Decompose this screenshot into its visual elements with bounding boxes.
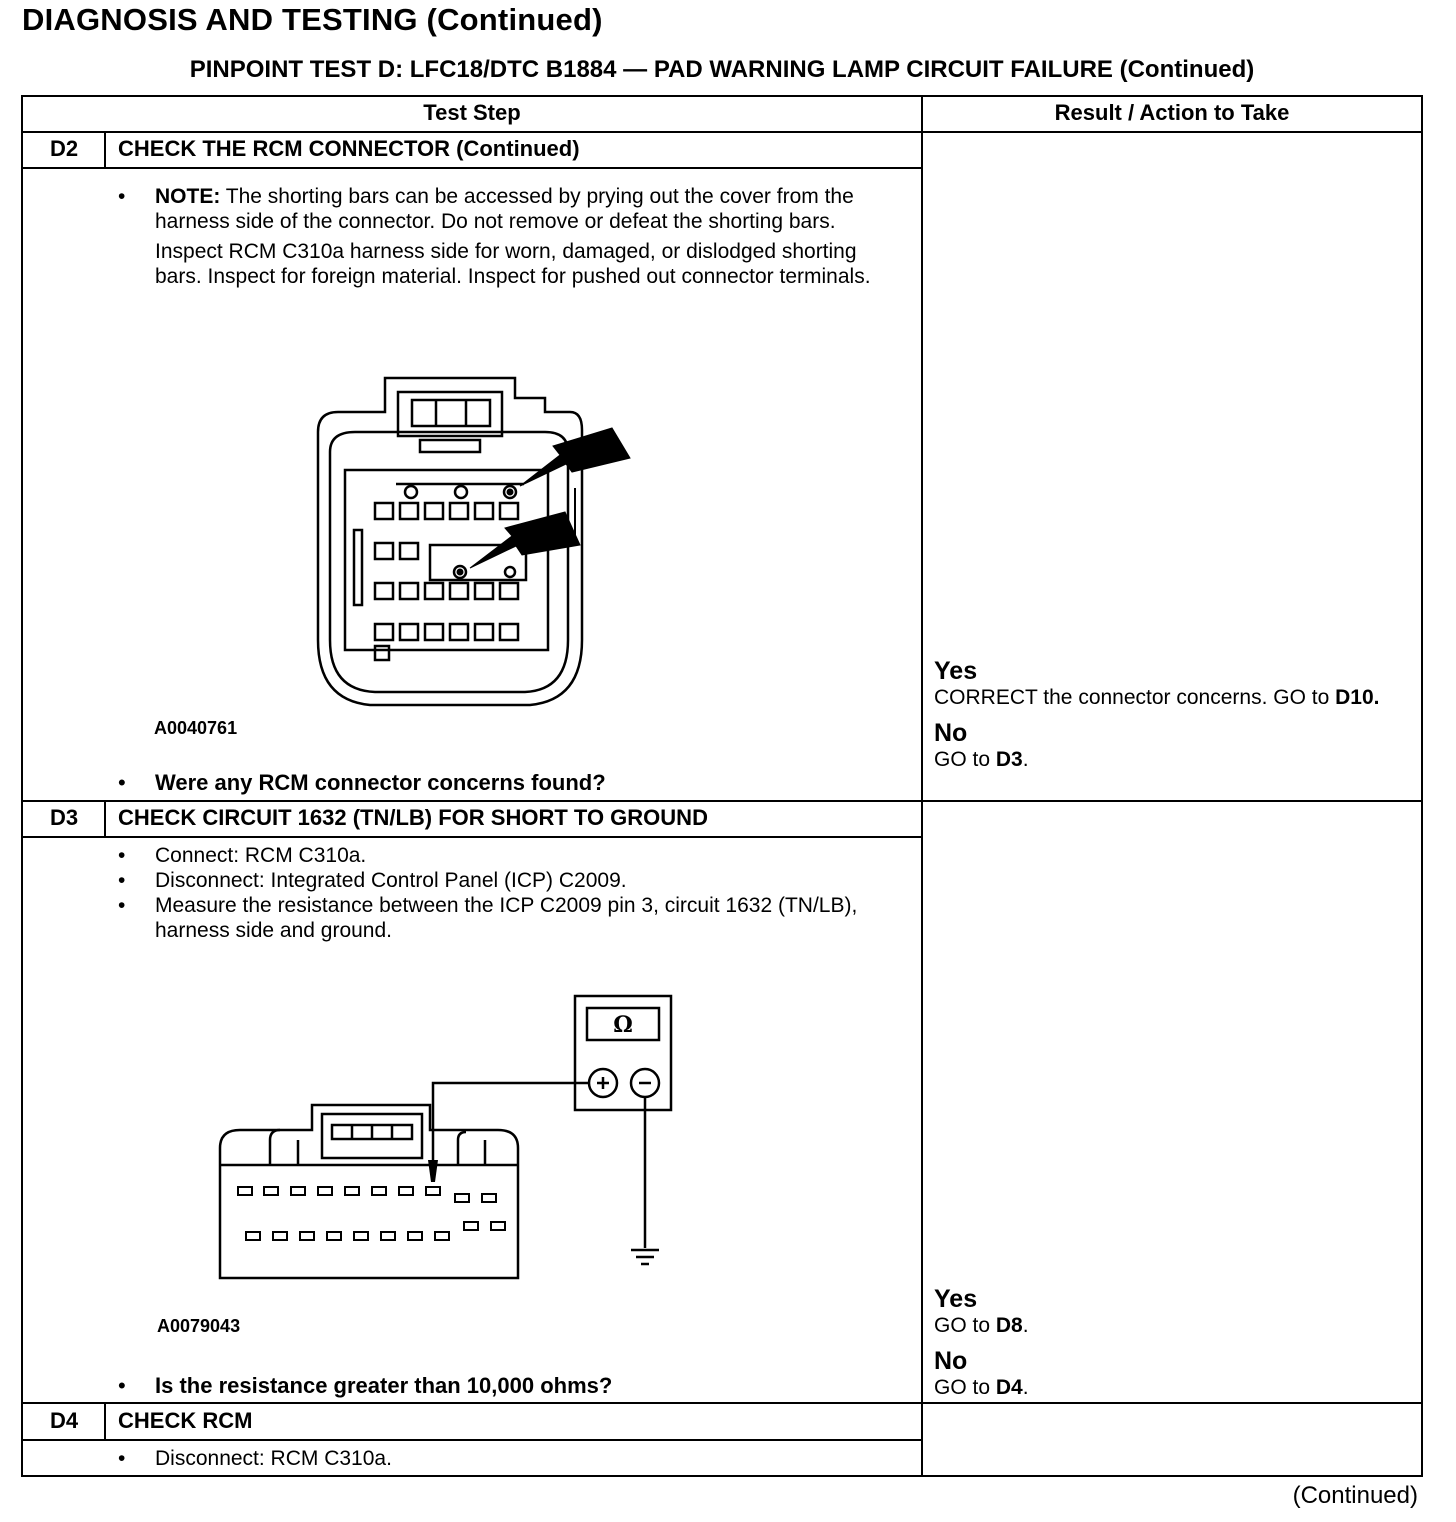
question-text: Were any RCM connector concerns found? [155, 770, 606, 795]
page-subtitle: PINPOINT TEST D: LFC18/DTC B1884 — PAD W… [189, 56, 1255, 83]
goto-d3-link[interactable]: D3 [995, 748, 1023, 771]
no-action: GO to D4. [934, 1376, 1029, 1399]
note-text: NOTE: The shorting bars can be accessed … [155, 184, 908, 234]
result-d3: Yes GO to D8. No GO to D4. [934, 1285, 1418, 1400]
bullet-marker: • [118, 1373, 126, 1398]
goto-d10-link[interactable]: D10 [1335, 686, 1374, 709]
yes-label: Yes [934, 1285, 978, 1313]
step-id-d4: D4 [49, 1408, 79, 1433]
list-item: •Disconnect: RCM C310a. [118, 1447, 392, 1470]
note-label: NOTE: [155, 185, 221, 208]
figure-id-d3: A0079043 [157, 1316, 241, 1336]
header-result: Result / Action to Take [1054, 100, 1290, 125]
step-heading-d4: CHECK RCM [118, 1408, 253, 1433]
figure-id-d2: A0040761 [154, 718, 238, 738]
bullet-marker: • [118, 770, 126, 795]
inspect-instruction: Inspect RCM C310a harness side for worn,… [155, 240, 871, 288]
rcm-connector-figure [316, 376, 631, 707]
question-d2: • Were any RCM connector concerns found? [118, 770, 606, 796]
goto-d4-link[interactable]: D4 [995, 1376, 1023, 1399]
yes-label: Yes [934, 657, 978, 685]
list-item: •Connect: RCM C310a. [118, 844, 367, 867]
step-heading-d2: CHECK THE RCM CONNECTOR (Continued) [118, 136, 580, 161]
continued-note: (Continued) [1292, 1482, 1418, 1509]
list-item: •Measure the resistance between the ICP … [118, 894, 858, 942]
step-body-d2: • NOTE: The shorting bars can be accesse… [118, 184, 908, 289]
resistance-measurement-figure: Ω [218, 994, 673, 1280]
step-id-d3: D3 [49, 805, 79, 830]
step-id-d2: D2 [49, 136, 79, 161]
note-body: The shorting bars can be accessed by pry… [155, 185, 854, 233]
question-d3: • Is the resistance greater than 10,000 … [118, 1373, 612, 1399]
step-body-d4: •Disconnect: RCM C310a. [118, 1446, 908, 1471]
page-title: DIAGNOSIS AND TESTING (Continued) [22, 2, 603, 37]
result-d2: Yes CORRECT the connector concerns. GO t… [934, 657, 1418, 772]
step-body-d3: •Connect: RCM C310a. •Disconnect: Integr… [118, 843, 908, 943]
no-label: No [934, 1347, 968, 1375]
list-item: •Disconnect: Integrated Control Panel (I… [118, 869, 627, 892]
bullet-marker: • [118, 185, 126, 208]
no-action: GO to D3. [934, 748, 1029, 771]
goto-d8-link[interactable]: D8 [995, 1314, 1023, 1337]
yes-action: GO to D8. [934, 1314, 1029, 1337]
step-heading-d3: CHECK CIRCUIT 1632 (TN/LB) FOR SHORT TO … [118, 805, 708, 830]
yes-action: CORRECT the connector concerns. GO to D1… [934, 686, 1380, 709]
no-label: No [934, 719, 968, 747]
question-text: Is the resistance greater than 10,000 oh… [155, 1373, 613, 1398]
header-test-step: Test Step [423, 100, 521, 125]
ohm-symbol: Ω [613, 1012, 633, 1038]
